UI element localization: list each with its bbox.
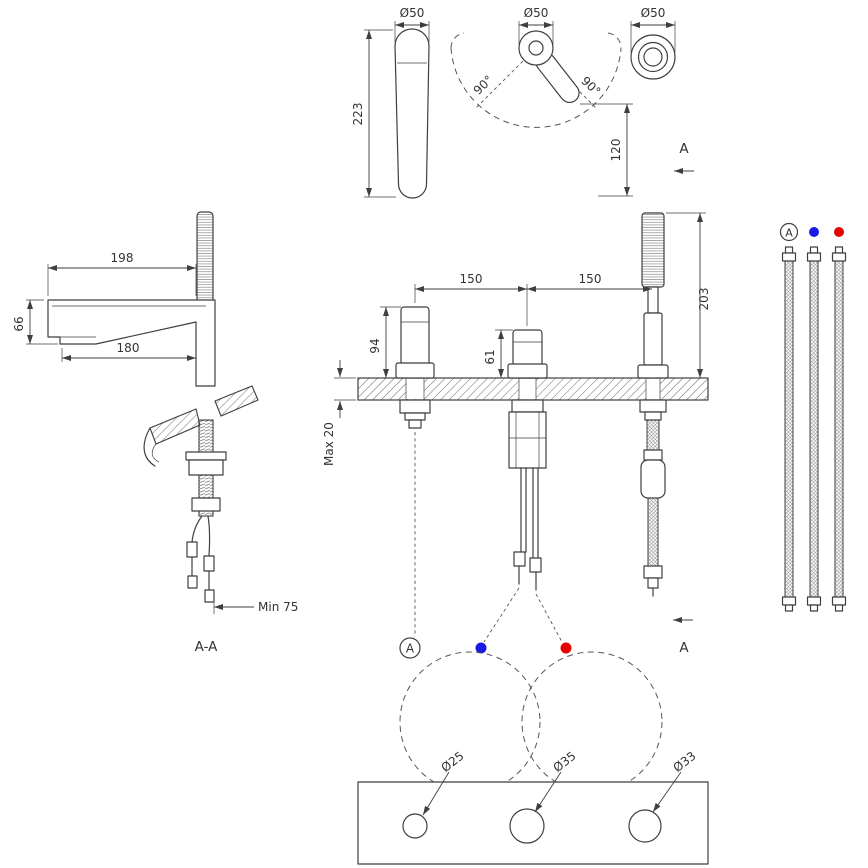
dim-dia50-side-label: Ø50 (400, 6, 425, 20)
view-handle-front: Ø50 90° 90° 120 (450, 6, 633, 197)
view-spout-section: 198 180 66 Min 75 A-A (12, 211, 298, 655)
hot-water-dot (560, 642, 572, 654)
dim-66-label: 66 (12, 316, 26, 331)
deck-cutouts (405, 378, 661, 400)
handle-swing-arc (450, 47, 622, 128)
hose-routing-loops (399, 651, 663, 793)
section-aa-title: A-A (195, 639, 219, 655)
dim-203-label: 203 (697, 288, 711, 311)
hose-hot (831, 246, 847, 612)
dim-min75-label: Min 75 (258, 600, 298, 614)
hose-shower (781, 246, 797, 612)
hose-hot-dot (834, 227, 844, 237)
dim-61-label: 61 (483, 349, 497, 364)
dim-180-label: 180 (117, 341, 140, 355)
view-handle-side: Ø50 223 (351, 6, 430, 199)
port-a-circle (399, 637, 421, 659)
handshower-grip (196, 211, 214, 305)
handle-side-outline (394, 28, 430, 199)
angle-90-left-label: 90° (471, 73, 496, 98)
hose-cold (806, 246, 822, 612)
handshower-unit (637, 212, 669, 597)
dim-94-label: 94 (368, 338, 382, 353)
hole-dia25 (402, 813, 428, 839)
hose-cold-dot (809, 227, 819, 237)
port-a-label: A (406, 642, 415, 656)
view-drill-plate: Ø25 Ø35 Ø33 (357, 749, 709, 865)
view-installation: 150 150 94 61 203 Max 20 A A (322, 212, 711, 659)
supply-hoses: A (779, 222, 847, 612)
hose-a-marker-label: A (785, 227, 793, 240)
section-a-top-label: A (679, 141, 689, 157)
cold-water-dot (475, 642, 487, 654)
dim-223-label: 223 (351, 103, 365, 126)
dim-150-left-label: 150 (460, 272, 483, 286)
dim-198-label: 198 (111, 251, 134, 265)
spout-outline (47, 299, 216, 387)
hole-dia33 (628, 809, 662, 843)
hole-dia35 (509, 808, 545, 844)
dim-120-label: 120 (609, 139, 623, 162)
view-handle-top: Ø50 (630, 6, 676, 80)
dim-dia50-top-label: Ø50 (641, 6, 666, 20)
hose-a-marker-circle (779, 222, 799, 242)
angle-90-right-label: 90° (578, 74, 603, 99)
section-marker-top: A (674, 141, 694, 174)
dim-dia35-label: Ø35 (550, 749, 578, 775)
section-a-bottom-label: A (679, 640, 689, 656)
dim-max20-label: Max 20 (322, 422, 336, 466)
dim-150-right-label: 150 (579, 272, 602, 286)
valve-handle (395, 306, 435, 637)
dim-dia25-label: Ø25 (438, 749, 466, 775)
dim-dia50-front-label: Ø50 (524, 6, 549, 20)
dim-dia33-label: Ø33 (670, 749, 698, 775)
diverter-unit (483, 329, 563, 643)
